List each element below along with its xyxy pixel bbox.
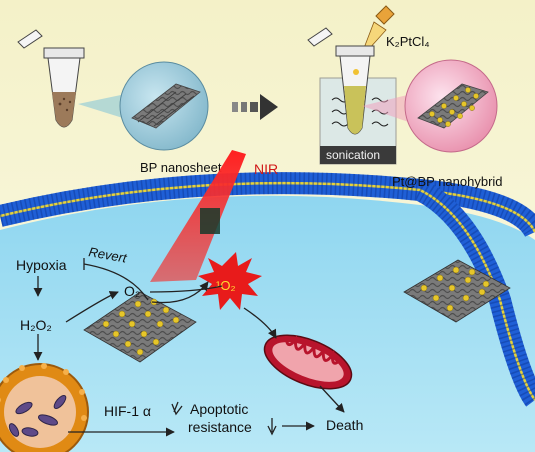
hybrid-zoom-bubble [404, 59, 498, 153]
bp-nanosheet-label: BP nanosheet [140, 160, 222, 175]
o2-label: O₂ [124, 283, 140, 299]
dropper-icon [363, 5, 395, 51]
apoptotic-label: Apoptotic [190, 401, 248, 417]
h2o2-label: H₂O₂ [20, 317, 52, 333]
nucleus-icon [0, 363, 89, 452]
pt-bp-sheet-outside [403, 259, 511, 323]
death-label: Death [326, 417, 363, 433]
tube-icon [17, 29, 85, 128]
reagent-label: K₂PtCl₄ [386, 34, 430, 49]
tube-icon-2 [307, 27, 375, 135]
pt-bp-sheet [83, 291, 197, 363]
membrane-entry [200, 208, 220, 234]
nir-label: NIR [254, 161, 278, 177]
resistance-label: resistance [188, 419, 252, 435]
hybrid-label: Pt@BP nanohybrid [392, 174, 503, 189]
pathway-arrows [33, 258, 345, 437]
process-arrow [232, 94, 278, 120]
revert-label: Revert [87, 244, 129, 266]
cell-interior [0, 195, 535, 452]
singlet-oxygen-label: ¹O₂ [216, 278, 236, 293]
hypoxia-label: Hypoxia [16, 257, 67, 273]
nir-laser-beam [150, 150, 246, 282]
bp-zoom-bubble [119, 61, 209, 151]
mitochondrion-icon [263, 334, 353, 390]
cell-membrane [0, 172, 535, 407]
sonication-label: sonication [326, 148, 380, 162]
burst-icon [198, 252, 262, 310]
hif-label: HIF-1 α [104, 403, 151, 419]
